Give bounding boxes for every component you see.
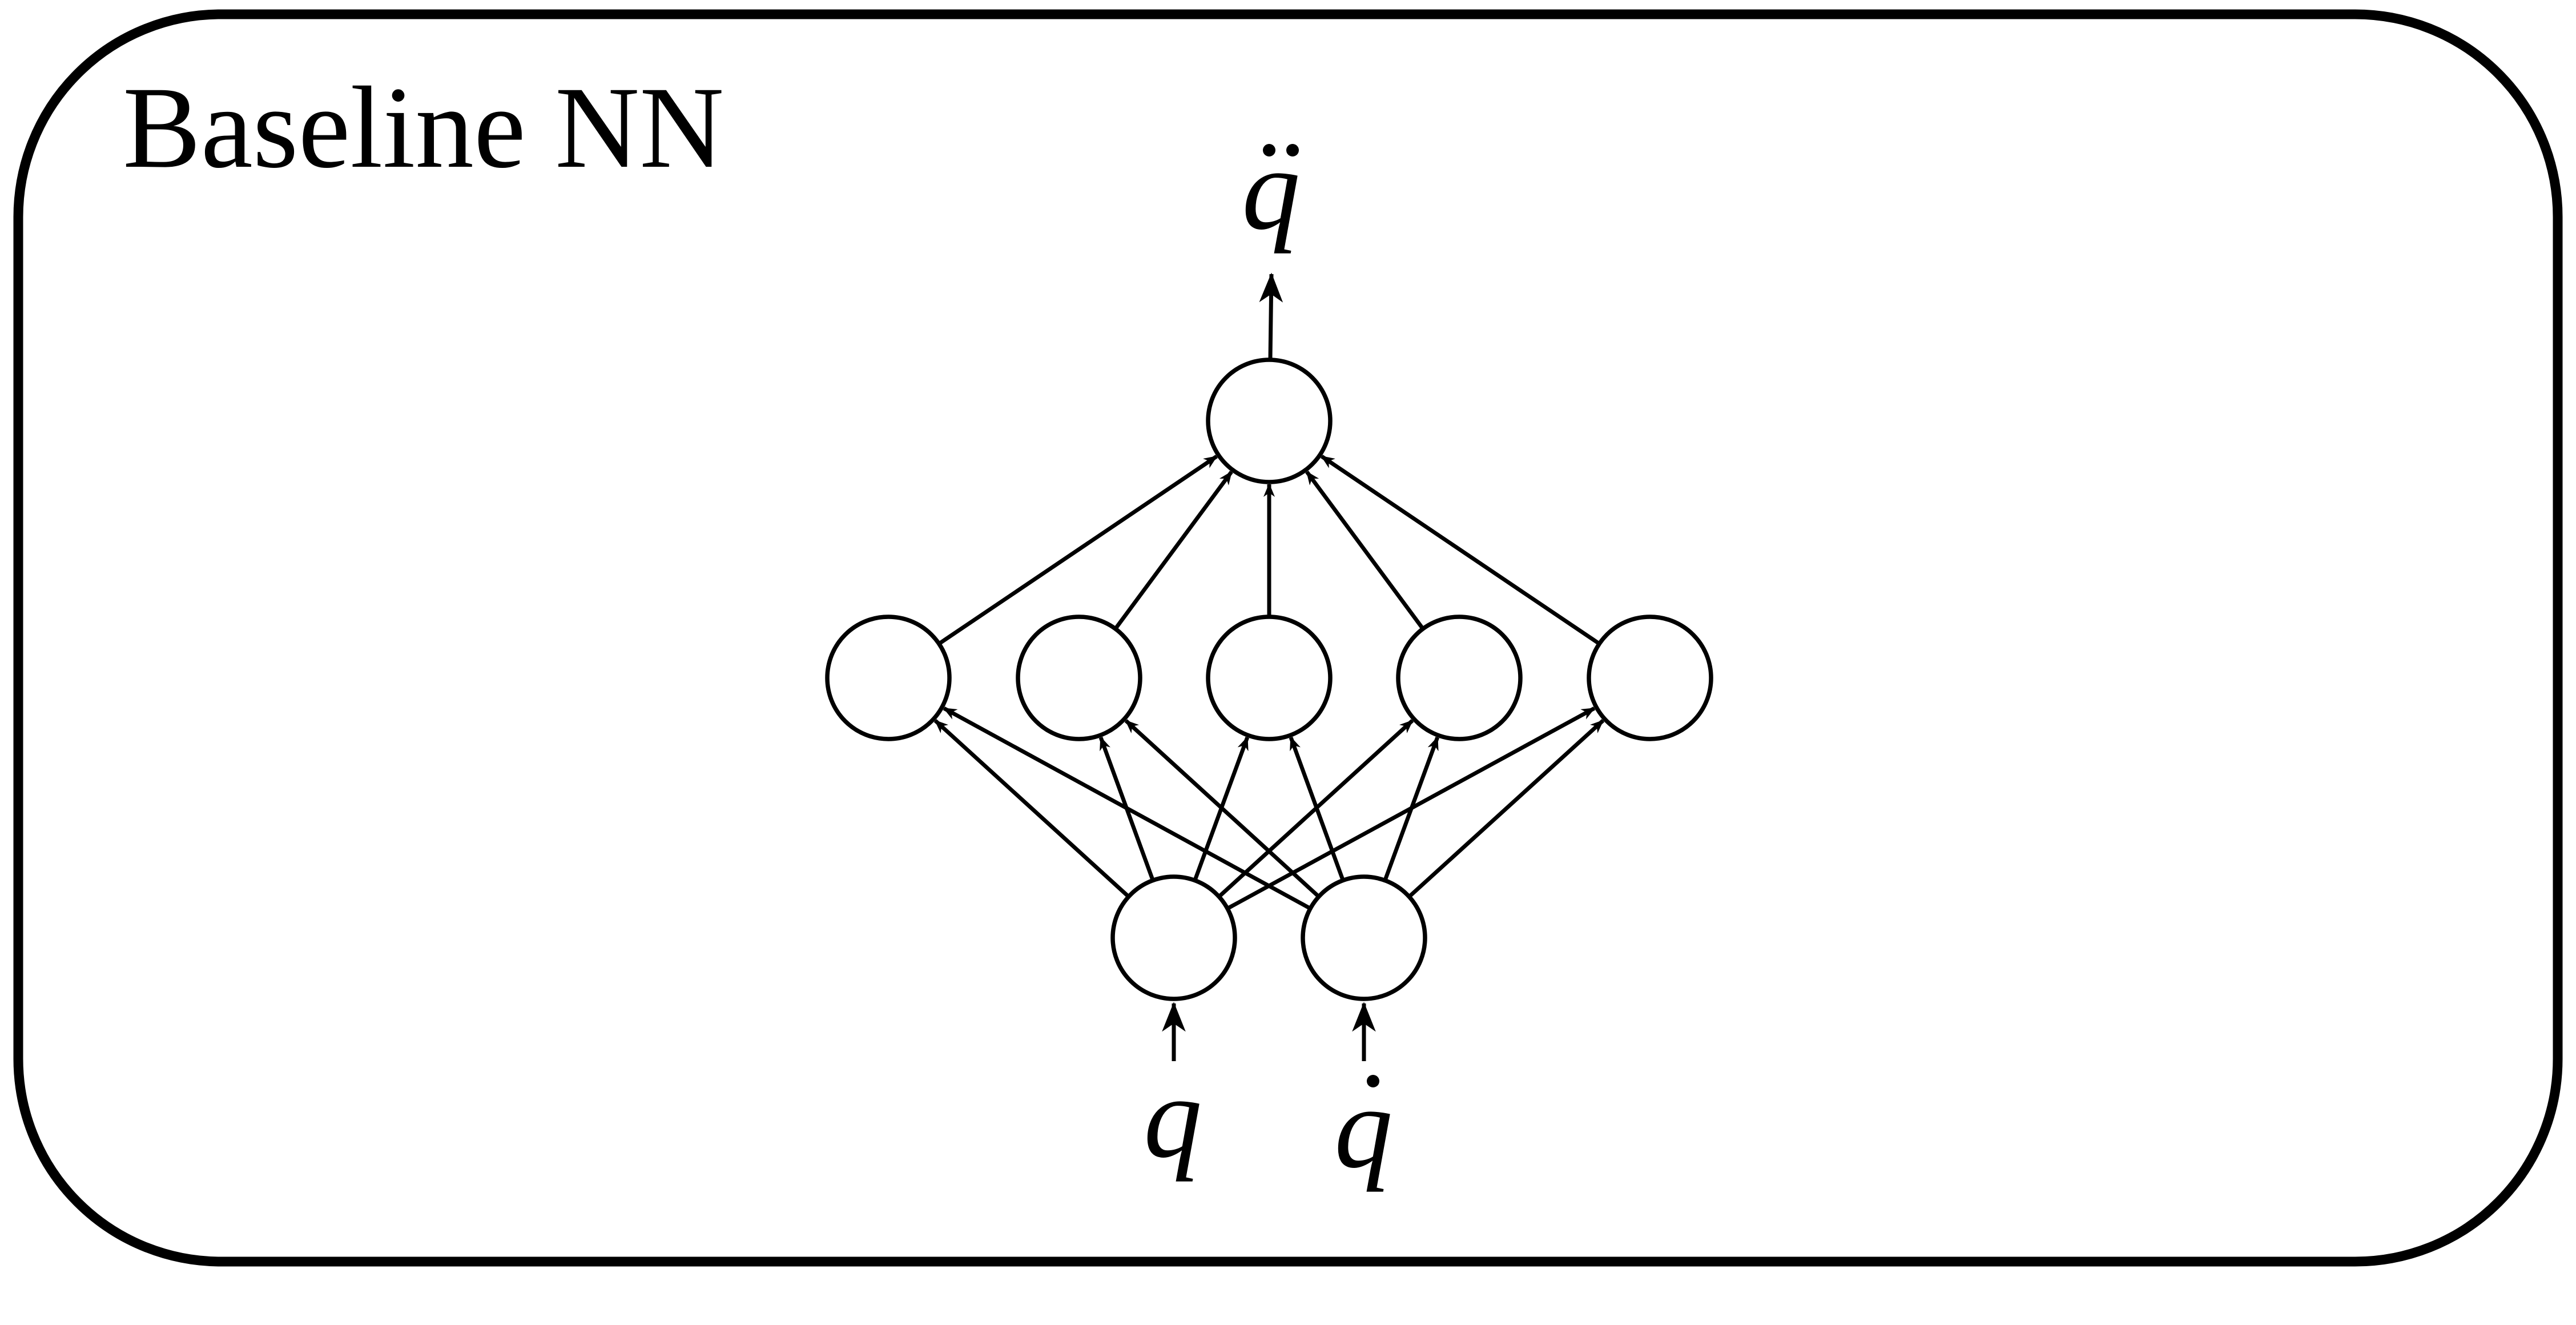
- hidden-node-2: [1016, 615, 1142, 741]
- input-dot: [1367, 1075, 1379, 1087]
- network-edges: [933, 272, 1605, 1061]
- output-dot-left: [1263, 144, 1275, 156]
- input-node-2: [1301, 874, 1427, 1001]
- output-symbol: q: [1242, 125, 1301, 254]
- hidden-node-5: [1587, 615, 1713, 741]
- edge-input-2-to-hidden-1: [943, 706, 1311, 910]
- input-node-1: [1110, 874, 1237, 1001]
- output-dot-right: [1286, 144, 1299, 156]
- hidden-node-1: [825, 615, 952, 741]
- edge-input-2-to-hidden-4: [1383, 736, 1440, 881]
- input-label-qdot: q: [1334, 1063, 1393, 1192]
- edge-input-1-to-hidden-1: [933, 719, 1130, 898]
- output-arrow: [1259, 272, 1283, 359]
- input-label-q: q: [1144, 1053, 1202, 1182]
- edge-hidden-4-to-output: [1305, 471, 1425, 631]
- diagram-title: Baseline NN: [123, 63, 724, 192]
- input-symbol-qdot: q: [1334, 1063, 1393, 1192]
- edge-hidden-1-to-output: [937, 455, 1218, 646]
- edge-input-2-to-hidden-3: [1289, 736, 1345, 881]
- hidden-node-4: [1396, 615, 1523, 741]
- edge-input-2-to-hidden-2: [1124, 719, 1321, 898]
- edge-input-2-to-hidden-5: [1407, 719, 1605, 898]
- edge-hidden-5-to-output: [1321, 455, 1601, 646]
- network-nodes: [825, 358, 1713, 1001]
- edge-hidden-2-to-output: [1113, 471, 1233, 631]
- output-label: q: [1242, 125, 1301, 254]
- hidden-node-3: [1206, 615, 1333, 741]
- input-symbol-q: q: [1144, 1053, 1202, 1182]
- output-node: [1206, 358, 1333, 484]
